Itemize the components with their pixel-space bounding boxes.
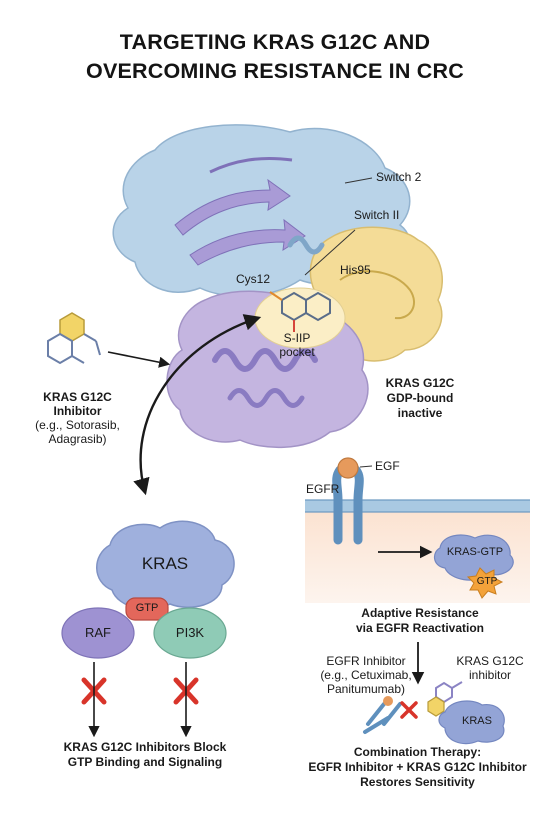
- alpha-helix-blue: [287, 235, 325, 255]
- resistance-caption-line-1: Adaptive Resistance: [361, 606, 479, 620]
- egfr-inhibitor-line-1: EGFR Inhibitor: [326, 654, 406, 668]
- gtp-node-label: GTP: [135, 602, 159, 614]
- egf-ligand: [337, 457, 359, 479]
- kras-gtp-blob: [434, 534, 514, 581]
- state-label-line-2: GDP-bound: [386, 391, 454, 405]
- kras-inhibitor-line-2: inhibitor: [468, 668, 512, 682]
- combo-caption-line-3: Restores Sensitivity: [360, 775, 475, 789]
- signaling-caption-line-1: KRAS G12C Inhibitors Block: [63, 740, 227, 754]
- resistance-caption: Adaptive Resistance via EGFR Reactivatio…: [330, 606, 510, 636]
- his95-label: His95: [340, 263, 371, 277]
- cys12-label: Cys12: [236, 272, 271, 286]
- raf-node-label: RAF: [85, 625, 111, 640]
- pi3k-node: [153, 607, 227, 659]
- combo-kras-blob: [438, 700, 505, 745]
- combination-caption: Combination Therapy: EGFR Inhibitor + KR…: [290, 745, 545, 790]
- inhibitor-ring-blue: [47, 332, 73, 365]
- signaling-caption: KRAS G12C Inhibitors Block GTP Binding a…: [20, 740, 270, 770]
- beta-strand-3: [209, 157, 293, 174]
- bound-inhibitor-molecule: [269, 291, 331, 332]
- signaling-panel: [61, 520, 235, 738]
- gtp-burst: [466, 567, 504, 599]
- kras-gtp-label: KRAS-GTP: [446, 546, 504, 558]
- raf-node: [61, 607, 135, 659]
- inhibitor-to-protein-arrow: [107, 351, 171, 368]
- kras-inhibitor-label: KRAS G12C inhibitor: [448, 654, 532, 682]
- egfr-antibody: [363, 702, 402, 734]
- title-line-1: TARGETING KRAS G12C AND: [119, 30, 431, 54]
- egfr-inhibitor-label: EGFR Inhibitor (e.g., Cetuximab, Panitum…: [316, 654, 416, 696]
- egfr-inhibitor-line-2: (e.g., Cetuximab,: [320, 668, 412, 682]
- pocket-to-signaling-arrow: [133, 314, 262, 496]
- title-line-2: OVERCOMING RESISTANCE IN CRC: [86, 59, 464, 83]
- resistance-caption-line-2: via EGFR Reactivation: [355, 621, 485, 635]
- inhibitor-label: KRAS G12C Inhibitor (e.g., Sotorasib, Ad…: [20, 390, 135, 446]
- combo-kras-label: KRAS: [462, 715, 492, 727]
- pi3k-node-label: PI3K: [175, 625, 205, 640]
- egf-label: EGF: [375, 459, 400, 473]
- inhibitor-label-line-2: Inhibitor: [53, 404, 102, 418]
- protein-state-label: KRAS G12C GDP-bound inactive: [370, 376, 470, 421]
- kras-node-label: KRAS: [141, 554, 189, 573]
- kras-inhibitor-molecule: [47, 312, 101, 365]
- combination-panel: [363, 681, 505, 745]
- combo-inhibition-cross: [400, 701, 418, 719]
- antibody-bound-egf: [383, 696, 393, 706]
- page-title: TARGETING KRAS G12C AND OVERCOMING RESIS…: [0, 28, 550, 86]
- beta-strand-2: [189, 218, 306, 266]
- resistance-panel: [305, 457, 530, 685]
- egfr-label: EGFR: [306, 482, 340, 496]
- combo-caption-line-1: Combination Therapy:: [353, 745, 482, 759]
- switch2-leader-line: [344, 177, 373, 184]
- gtp-burst-label: GTP: [476, 576, 498, 587]
- state-label-line-3: inactive: [397, 406, 443, 420]
- switchII-label: Switch II: [354, 208, 400, 222]
- state-label-line-1: KRAS G12C: [385, 376, 455, 390]
- combo-caption-line-2: EGFR Inhibitor + KRAS G12C Inhibitor: [308, 760, 527, 774]
- egfr-inhibitor-line-3: Panitumumab): [326, 682, 406, 696]
- kras-blob: [96, 520, 235, 611]
- beta-strand-1: [174, 178, 291, 236]
- inhibitor-label-line-1: KRAS G12C: [43, 390, 112, 404]
- gtp-box: [125, 597, 169, 621]
- loop-yellow: [339, 270, 415, 320]
- switchII-leader-line: [304, 229, 356, 276]
- inhibitor-label-line-3: (e.g., Sotorasib,: [35, 418, 120, 432]
- pocket-label-line-2: pocket: [279, 345, 315, 359]
- signaling-caption-line-2: GTP Binding and Signaling: [67, 755, 223, 769]
- combo-inhibitor-ring: [427, 696, 445, 717]
- egf-leader-line: [359, 465, 373, 468]
- switch2-label: Switch 2: [376, 170, 422, 184]
- inhibitor-label-line-4: Adagrasib): [48, 432, 107, 446]
- pocket-label-line-1: S-IIP: [283, 331, 311, 345]
- s-iip-pocket-label: S-IIP pocket: [270, 331, 324, 359]
- kras-inhibitor-line-1: KRAS G12C: [456, 654, 524, 668]
